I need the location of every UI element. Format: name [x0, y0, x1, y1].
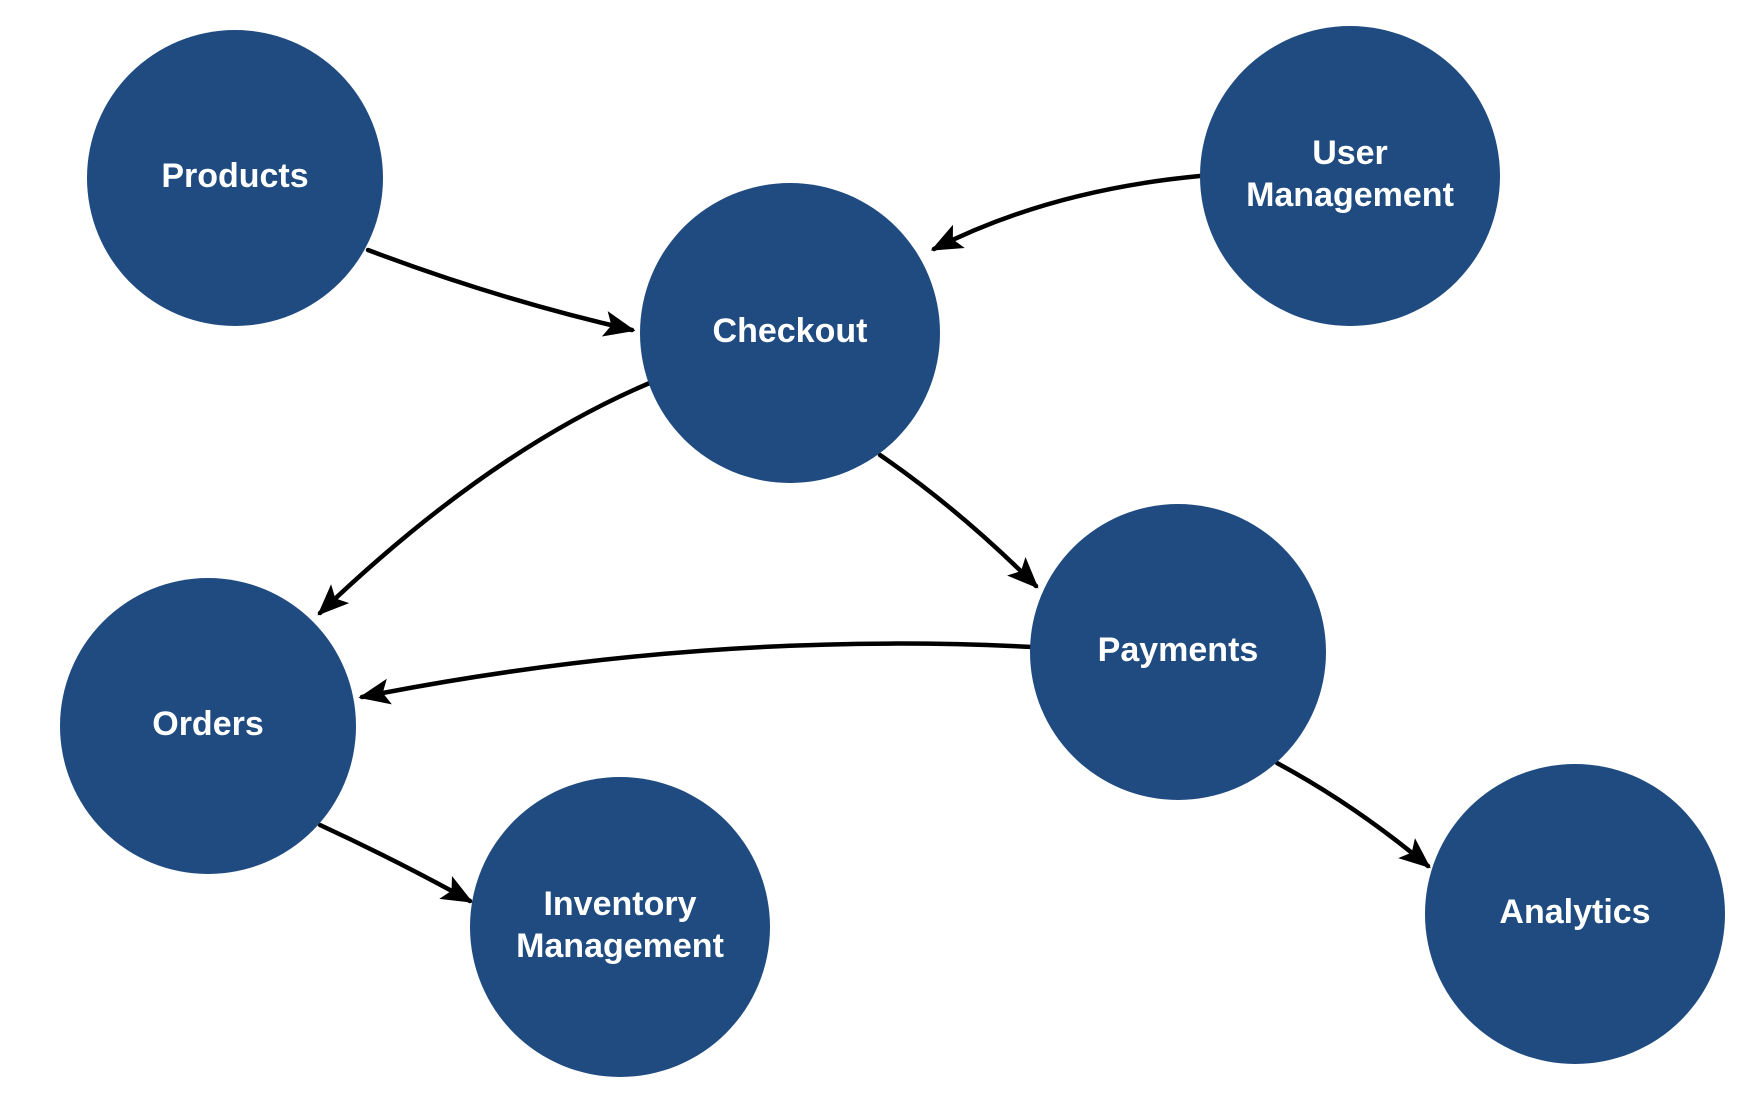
node-circle-products[interactable] [87, 30, 383, 326]
node-checkout[interactable]: Checkout [640, 183, 940, 483]
node-circle-payments[interactable] [1030, 504, 1326, 800]
edge-orders-to-inventory-management [317, 822, 474, 904]
node-circle-analytics[interactable] [1425, 764, 1725, 1064]
edge-products-to-checkout [365, 247, 636, 337]
edge-checkout-to-orders [317, 379, 655, 616]
node-circle-inventory-management[interactable] [470, 777, 770, 1077]
node-analytics[interactable]: Analytics [1425, 764, 1725, 1064]
node-products[interactable]: Products [87, 30, 383, 326]
node-circle-user-management[interactable] [1200, 26, 1500, 326]
node-payments[interactable]: Payments [1030, 504, 1326, 800]
node-circle-checkout[interactable] [640, 183, 940, 483]
edges-layer [317, 173, 1431, 904]
edge-payments-to-orders [358, 641, 1035, 705]
node-circle-orders[interactable] [60, 578, 356, 874]
node-orders[interactable]: Orders [60, 578, 356, 874]
edge-user-management-to-checkout [930, 173, 1203, 252]
edge-checkout-to-payments [877, 452, 1039, 589]
edge-payments-to-analytics [1274, 760, 1431, 869]
